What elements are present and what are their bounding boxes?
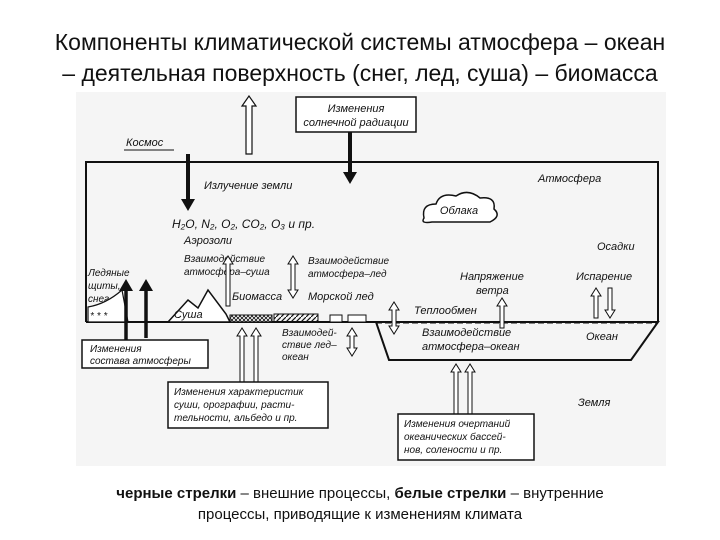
solar-change-box xyxy=(295,96,417,133)
heat-exchange-label: Теплообмен xyxy=(414,305,477,317)
ocean-change-label-1: Изменения очертаний xyxy=(404,419,511,430)
ice-ocean-arrow xyxy=(346,327,358,357)
caption-line-1: черные стрелки – внешние процессы, белые… xyxy=(0,483,720,504)
ocean-change-label-3: нов, солености и пр. xyxy=(404,445,502,456)
outgoing-radiation-arrow xyxy=(240,94,258,155)
biomass-strip xyxy=(229,314,273,323)
atm-comp-change-label-1: Изменения xyxy=(90,344,142,355)
wind-stress-label-2: ветра xyxy=(476,285,509,297)
atm-comp-change-label-2: состава атмосферы xyxy=(90,355,191,367)
air-ice-label-1: Взаимодействие xyxy=(308,256,390,267)
ocean-label: Океан xyxy=(586,331,618,343)
ice-ocean-label-2: ствие лед– xyxy=(282,340,337,351)
solar-change-label-1: Изменения xyxy=(328,103,385,115)
solar-radiation-arrow xyxy=(343,132,357,184)
ocean-change-box xyxy=(397,413,535,461)
solar-change-label-2: солнечной радиации xyxy=(303,117,408,129)
climate-system-diagram: Изменения солнечной радиации Космос Атмо… xyxy=(76,92,666,466)
aerosols-label: Аэрозоли xyxy=(183,235,232,247)
atmosphere-label: Атмосфера xyxy=(537,173,601,185)
earth-radiation-label: Излучение земли xyxy=(204,180,292,192)
space-label: Космос xyxy=(126,137,164,149)
ice-ocean-label-3: океан xyxy=(282,352,309,363)
snow-stars: * * * xyxy=(90,311,108,322)
air-land-arrow xyxy=(222,255,234,307)
earth-label: Земля xyxy=(578,397,610,409)
sea-ice-block-2 xyxy=(329,314,343,323)
ocean-change-arrows xyxy=(450,363,476,415)
air-ocean-label-1: Взаимодействие xyxy=(422,327,511,339)
evaporation-arrow xyxy=(590,287,602,319)
slide-title-line-2: – деятельная поверхность (снег, лед, суш… xyxy=(62,60,658,86)
composition-label: H₂O, N₂, O₂, CO₂, O₃ и пр. xyxy=(172,217,315,231)
air-ice-label-2: атмосфера–лед xyxy=(308,268,387,280)
ice-sheets-label-3: снег xyxy=(88,294,109,305)
evaporation-label: Испарение xyxy=(576,271,632,283)
ice-sheets-label-2: щиты, xyxy=(88,281,121,292)
ocean-change-label-2: океанических бассей- xyxy=(404,431,506,443)
caption-external-text: – внешние процессы, xyxy=(236,485,395,502)
space-input-arrow xyxy=(181,154,195,211)
atmosphere-frame xyxy=(85,161,659,322)
clouds-label: Облака xyxy=(440,205,478,217)
land-label: Суша xyxy=(174,309,203,321)
ocean-basin xyxy=(374,321,660,361)
caption-line-2: процессы, приводящие к изменениям климат… xyxy=(197,506,523,523)
ice-sheet-arrow xyxy=(119,279,133,342)
clouds-shape xyxy=(422,191,498,224)
caption-white-arrows: белые стрелки xyxy=(394,485,507,502)
precipitation-arrow xyxy=(604,287,616,319)
sea-ice-block-3 xyxy=(347,314,367,323)
biomass-label: Биомасса xyxy=(232,291,282,303)
land-change-label-2: суши, орографии, расти- xyxy=(174,399,295,411)
air-ocean-label-2: атмосфера–океан xyxy=(422,341,520,353)
land-change-label-1: Изменения характеристик xyxy=(174,387,305,398)
atm-composition-arrow xyxy=(139,279,153,338)
land-change-arrows xyxy=(236,327,262,383)
heat-exchange-arrow xyxy=(388,301,400,335)
wind-stress-label-1: Напряжение xyxy=(460,271,524,283)
air-ice-arrow xyxy=(287,255,299,299)
ice-ocean-label-1: Взаимодей- xyxy=(282,328,337,339)
land-change-label-3: тельности, альбедо и пр. xyxy=(174,412,297,424)
atm-comp-change-box xyxy=(81,339,209,369)
ice-sheets-label-1: Ледяные xyxy=(87,268,130,279)
caption-black-arrows: черные стрелки xyxy=(116,485,237,502)
sea-ice-block-1 xyxy=(273,313,319,323)
wind-stress-arrow xyxy=(496,297,508,329)
precipitation-label: Осадки xyxy=(597,241,635,253)
slide-title-line-1: Компоненты климатической системы атмосфе… xyxy=(54,29,666,55)
air-land-label-1: Взаимодействие xyxy=(184,254,266,265)
land-change-box xyxy=(167,381,329,429)
sea-ice-label: Морской лед xyxy=(308,291,374,303)
caption-internal-text: – внутренние xyxy=(506,485,604,502)
